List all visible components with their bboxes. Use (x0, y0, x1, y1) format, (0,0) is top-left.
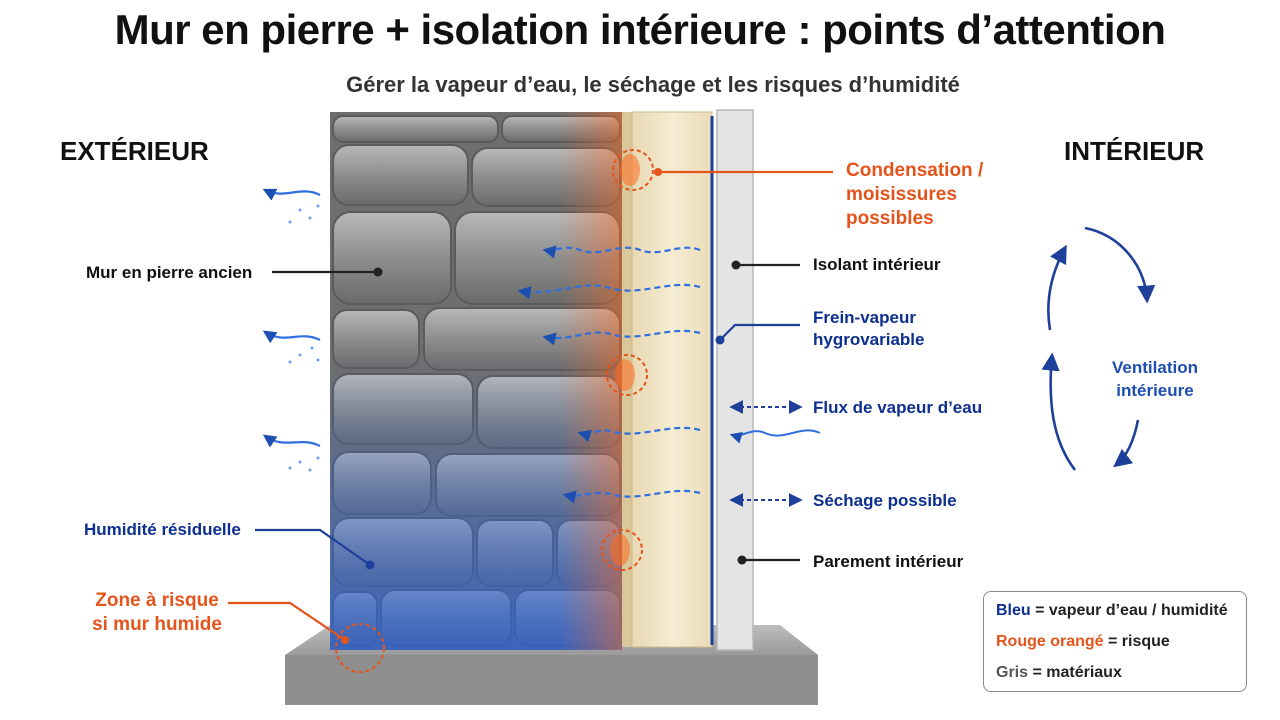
risk-zone-label: Zone à risque si mur humide (82, 589, 232, 637)
legend-text-blue: = vapeur d’eau / humidité (1030, 602, 1228, 619)
condensation-label-line-2: moisissures (846, 184, 957, 205)
legend-key-orange: Rouge orangé (996, 633, 1104, 650)
interior-vapour-wave (729, 429, 821, 444)
legend-key-blue: Bleu (996, 602, 1031, 619)
risk-hotspots (610, 154, 640, 566)
vapour-flow-label: Flux de vapeur d’eau (813, 398, 983, 417)
interior-lining-board (716, 109, 754, 651)
interior-vapour-arrows (729, 400, 803, 507)
condensation-label-line-1: Condensation / (846, 160, 984, 181)
page-title: Mur en pierre + isolation intérieure : p… (114, 6, 1166, 53)
exterior-label: EXTÉRIEUR (60, 136, 209, 166)
vapour-brake-label-line-2: hygrovariable (813, 330, 925, 349)
color-legend: Bleu = vapeur d’eau / humidité Rouge ora… (983, 591, 1247, 692)
risk-zone-label-line-1: Zone à risque (95, 590, 219, 611)
legend-text-orange: = risque (1103, 633, 1170, 650)
vapour-flow-arrows (517, 245, 701, 504)
ventilation-label-line-1: Ventilation (1112, 358, 1198, 377)
legend-row-blue: Bleu = vapeur d’eau / humidité (996, 602, 1228, 620)
stone-wall (330, 112, 622, 650)
exterior-drying-arrows (262, 188, 321, 448)
insulation-layer (622, 111, 713, 648)
risk-zone-circles (335, 149, 654, 673)
condensation-label: Condensation / moisissures possibles (846, 159, 983, 231)
condensation-label-line-3: possibles (846, 208, 934, 229)
interior-lining-label: Parement intérieur (813, 552, 964, 571)
legend-row-orange: Rouge orangé = risque (996, 633, 1170, 651)
ventilation-label: Ventilation intérieure (1100, 356, 1210, 402)
risk-zone-label-line-2: si mur humide (92, 614, 222, 635)
vapour-brake-label: Frein-vapeur hygrovariable (813, 307, 925, 351)
page-subtitle: Gérer la vapeur d’eau, le séchage et les… (346, 72, 960, 97)
insulation-label: Isolant intérieur (813, 255, 941, 274)
vapour-brake-label-line-1: Frein-vapeur (813, 308, 916, 327)
exterior-mist-dots (288, 204, 320, 472)
residual-humidity-label: Humidité résiduelle (84, 520, 241, 539)
ventilation-cycle-arrows (1041, 226, 1156, 471)
ventilation-label-line-2: intérieure (1116, 381, 1194, 400)
drying-label: Séchage possible (813, 491, 957, 510)
interior-label: INTÉRIEUR (1064, 136, 1205, 166)
stone-wall-label: Mur en pierre ancien (86, 263, 253, 282)
legend-row-gray: Gris = matériaux (996, 664, 1122, 682)
legend-key-gray: Gris (996, 664, 1029, 681)
label-leader-lines (228, 168, 833, 644)
legend-text-gray: = matériaux (1028, 664, 1122, 681)
